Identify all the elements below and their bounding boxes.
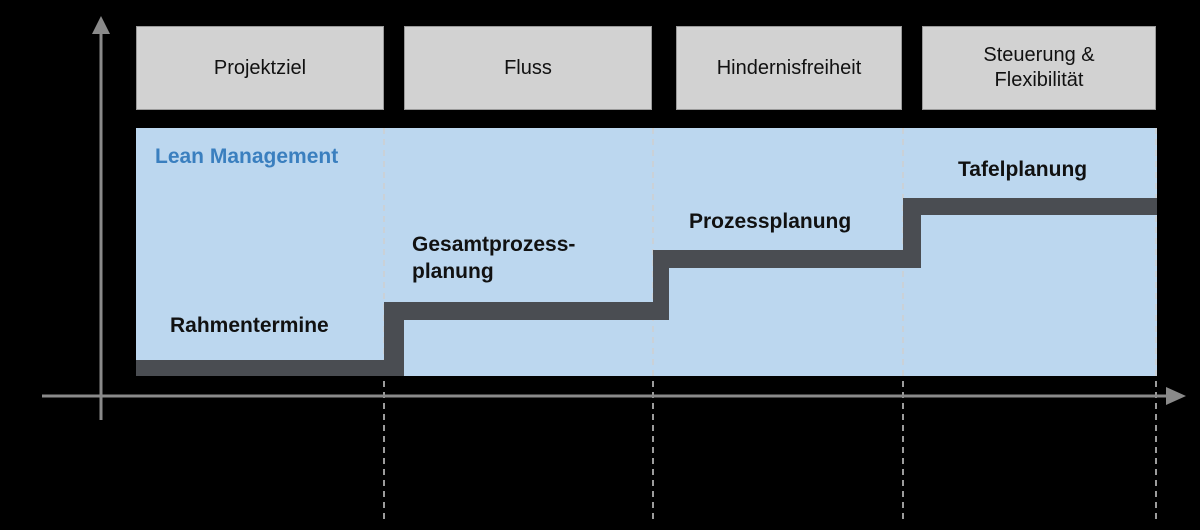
x-axis-arrow <box>1166 387 1186 405</box>
lean-panel <box>136 128 1157 376</box>
phase-box-fluss: Fluss <box>404 26 652 110</box>
phase-box-steuerung: Steuerung & Flexibilität <box>922 26 1156 110</box>
stair-step-prozess <box>653 250 921 268</box>
step-label-gesamtprozess: Gesamtprozess-planung <box>412 233 576 284</box>
stair-step-tafel <box>903 198 1157 215</box>
phase-label: Fluss <box>504 56 552 79</box>
stair-riser <box>903 198 921 268</box>
step-label-tafel: Tafelplanung <box>958 158 1088 181</box>
y-axis-arrow <box>92 16 110 34</box>
step-label-rahmentermine: Rahmentermine <box>170 314 329 337</box>
phase-label: Hindernisfreiheit <box>716 56 862 79</box>
stair-step-gesamtprozess <box>384 302 664 320</box>
panel-title: Lean Management <box>155 145 339 168</box>
step-label-prozess: Prozessplanung <box>689 210 852 233</box>
phase-box-projektziel: Projektziel <box>136 26 384 110</box>
stair-step-rahmentermine <box>136 360 394 376</box>
phase-box-hindernisfreiheit: Hindernisfreiheit <box>676 26 902 110</box>
stair-riser <box>384 302 404 376</box>
phase-label: Projektziel <box>213 56 307 79</box>
phase-label: Steuerung & Flexibilität <box>983 44 1095 91</box>
